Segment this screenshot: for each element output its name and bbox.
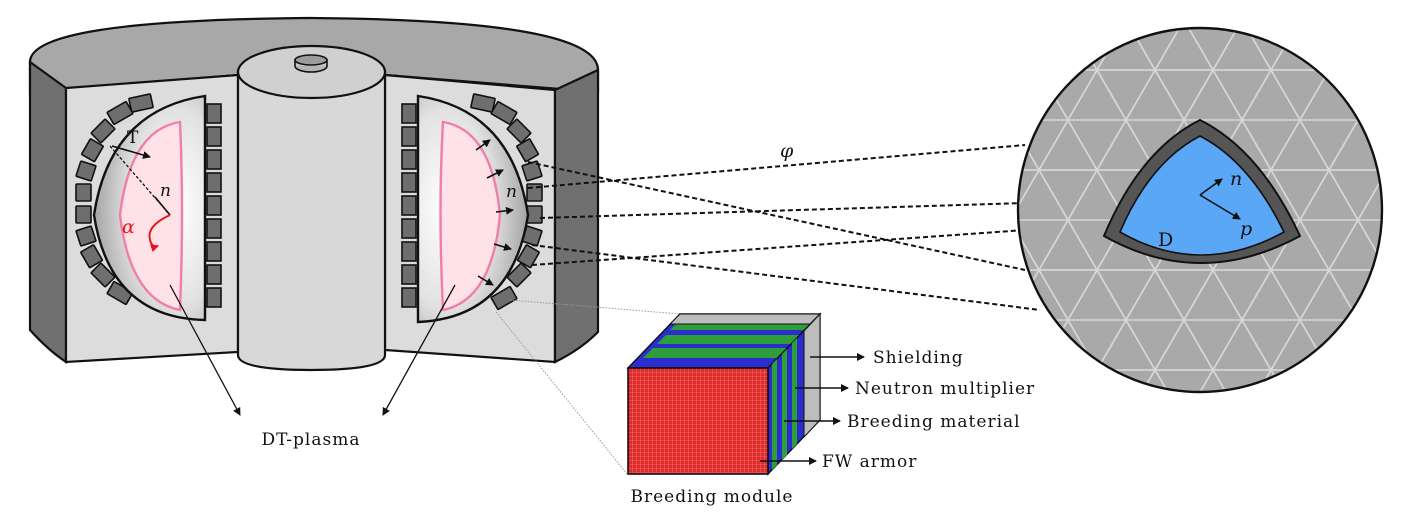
breeding-module: Breeding module: [626, 312, 822, 507]
right-plasma: [439, 120, 502, 312]
tritium-label: T: [127, 128, 139, 148]
zoom-neutron-arrow: [1199, 178, 1223, 196]
central-solenoid: [236, 44, 387, 372]
neutron-multiplier-label: Neutron multiplier: [855, 379, 1035, 399]
left-plasma: [118, 120, 184, 312]
left-neutron-line: [154, 196, 171, 216]
zoom-neutron-label: n: [1230, 168, 1242, 190]
breeding-module-label: Breeding module: [631, 487, 794, 507]
right-neutron-label: n: [506, 182, 517, 202]
neutron-flux-arrows: [475, 139, 514, 286]
dt-plasma-callout: DT-plasma: [169, 284, 456, 450]
dt-plasma-label: DT-plasma: [262, 430, 361, 450]
tokamak-cutaway: T n α: [28, 16, 600, 372]
fw-armor-label: FW armor: [822, 452, 917, 472]
left-neutron-label: n: [160, 181, 171, 201]
microstructure-zoom: n p D: [1016, 26, 1384, 394]
trajectory-lines: [527, 144, 1041, 311]
right-inboard-blocks: [401, 103, 417, 308]
zoom-proton-arrow: [1199, 194, 1241, 220]
left-plasma-chamber: T n α: [75, 93, 222, 322]
alpha-arrow: [148, 214, 171, 253]
alpha-label: α: [122, 216, 135, 238]
deuteron-label: D: [1158, 229, 1173, 251]
module-top-stripes: [643, 323, 814, 358]
tritium-arrow: [111, 145, 151, 159]
left-blanket-modules: [75, 93, 154, 305]
shielding-label: Shielding: [873, 348, 964, 368]
module-layer-callouts: [760, 353, 865, 465]
phi-label: φ: [780, 140, 794, 162]
breeding-material-label: Breeding material: [847, 412, 1021, 432]
left-inboard-blocks: [206, 103, 222, 308]
right-plasma-chamber: n: [401, 93, 543, 324]
vessel-left-outer-wall: [28, 59, 68, 365]
zoom-guide-lines: [495, 299, 681, 476]
module-front-face: [627, 367, 769, 475]
right-blanket-modules: [470, 93, 543, 310]
zoom-proton-label: p: [1240, 218, 1252, 240]
